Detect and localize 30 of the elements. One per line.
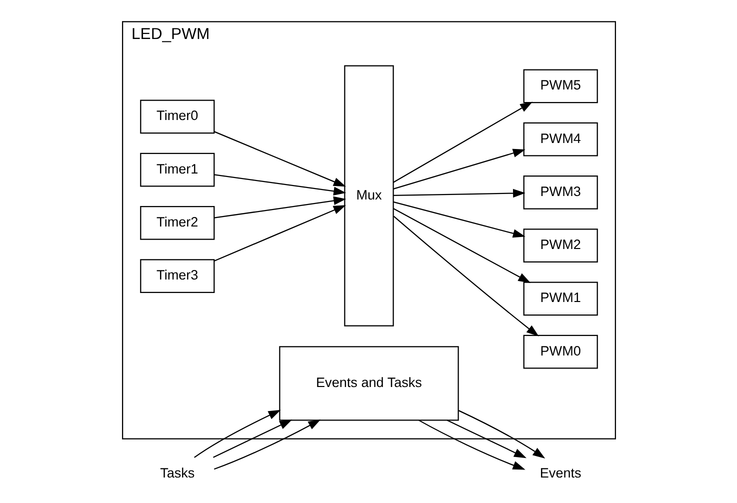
arrow [392,208,530,284]
node-box: PWM5 [522,69,598,104]
node-box: Timer2 [140,206,214,240]
arrow [392,148,525,190]
node-box: Timer1 [140,152,214,187]
arrow [392,216,538,336]
node-text: Tasks [160,465,194,480]
arrow [392,102,532,183]
arrow [392,201,525,238]
arrow [214,174,346,196]
node-box: PWM3 [522,175,598,210]
node-box: PWM0 [522,334,598,369]
node-box: Timer0 [140,100,214,134]
arrow [446,420,526,458]
node-box: PWM4 [522,122,598,156]
node-box: Timer3 [140,259,214,294]
node-box: Events and Tasks [278,346,458,421]
node-box: PWM2 [522,228,598,263]
node-text: Events [539,465,581,480]
arrow [194,410,280,458]
arrow [418,420,525,470]
arrow [213,205,346,262]
arrow [392,188,525,198]
arrow [458,410,545,458]
arrow [214,196,346,218]
node-box: Mux [344,65,394,326]
arrow [212,420,292,458]
arrow [213,131,346,187]
node-box: PWM1 [522,282,598,316]
arrow [213,419,320,470]
